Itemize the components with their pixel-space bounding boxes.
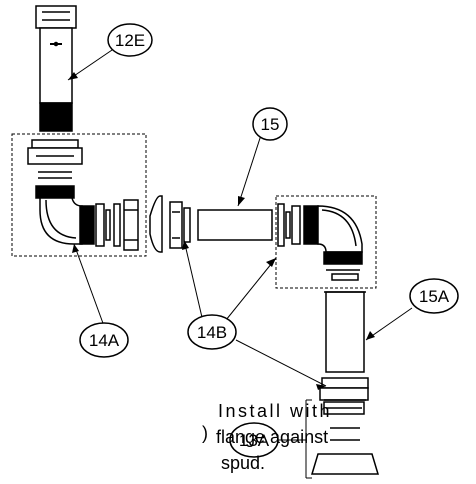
- callout-13a: 13A: [229, 422, 279, 458]
- callout-14b: 14B: [187, 314, 237, 350]
- bottom-assembly-13a: [310, 377, 380, 475]
- flange: [149, 195, 163, 253]
- svg-text:13A: 13A: [239, 431, 270, 450]
- elbow-assembly-14a: [27, 139, 139, 251]
- svg-text:14A: 14A: [89, 331, 120, 350]
- svg-text:15A: 15A: [419, 287, 450, 306]
- leader-lines: [67, 47, 413, 441]
- svg-text:14B: 14B: [197, 323, 227, 342]
- callout-12e: 12E: [107, 23, 153, 57]
- callout-15: 15: [252, 107, 288, 141]
- bracket-13a: [305, 399, 312, 479]
- svg-text:15: 15: [261, 115, 280, 134]
- callout-14a: 14A: [79, 322, 129, 358]
- svg-text:12E: 12E: [115, 31, 145, 50]
- horizontal-tube-15: [197, 209, 273, 241]
- install-note-line-1: Install with: [218, 401, 333, 421]
- fitting-group-14a-outline: [11, 133, 147, 257]
- install-note-line-3: spud.: [221, 453, 266, 473]
- install-note: Install with flange against spud.: [216, 398, 384, 476]
- slip-nut-14b: [169, 201, 191, 249]
- fitting-group-14b-outline: [275, 195, 377, 289]
- top-pipe-assembly: [35, 5, 77, 132]
- vertical-tube-15a: [324, 291, 366, 373]
- callout-15a: 15A: [409, 278, 459, 314]
- arrowheads: [68, 72, 375, 390]
- install-note-line-2: flange against: [216, 427, 329, 447]
- note-marker: ): [202, 423, 208, 443]
- elbow-assembly-right: [277, 203, 363, 281]
